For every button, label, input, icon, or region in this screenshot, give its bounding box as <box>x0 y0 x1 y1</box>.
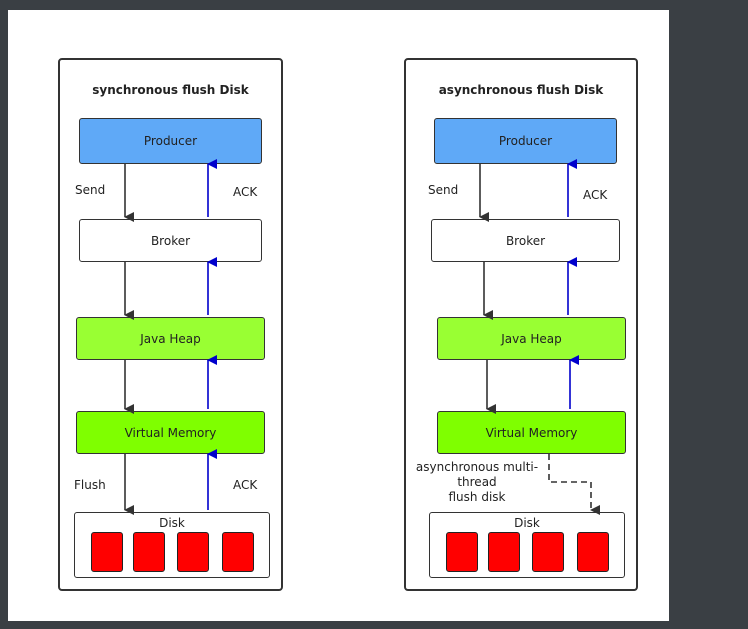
java-heap-box: Java Heap <box>437 317 626 360</box>
disk-block <box>133 532 165 572</box>
disk-block <box>577 532 609 572</box>
sync-flush-panel: synchronous flush Disk Producer Broker J… <box>58 58 283 591</box>
disk-block <box>488 532 520 572</box>
disk-block <box>532 532 564 572</box>
async-flush-note-line: thread <box>457 475 497 489</box>
producer-box: Producer <box>79 118 262 164</box>
flow-arrows <box>124 159 600 515</box>
async-flush-panel: asynchronous flush Disk Producer Broker … <box>404 58 638 591</box>
ack-label-top: ACK <box>233 185 258 199</box>
broker-box: Broker <box>79 219 262 262</box>
java-heap-box: Java Heap <box>76 317 265 360</box>
virtual-memory-box: Virtual Memory <box>76 411 265 454</box>
disk-box: Disk <box>74 512 270 578</box>
async-flush-note-line: asynchronous multi- <box>415 460 539 474</box>
flush-label: Flush <box>74 478 106 492</box>
ack-label-bottom: ACK <box>233 478 258 492</box>
ack-label-top: ACK <box>583 188 608 202</box>
disk-block <box>177 532 209 572</box>
virtual-memory-box: Virtual Memory <box>437 411 626 454</box>
async-flush-note: asynchronous multi- thread flush disk <box>412 460 542 505</box>
async-panel-title: asynchronous flush Disk <box>438 83 604 97</box>
disk-label: Disk <box>159 516 185 530</box>
send-label: Send <box>428 183 459 197</box>
disk-label: Disk <box>514 516 540 530</box>
diagram-canvas: synchronous flush Disk Producer Broker J… <box>8 10 669 621</box>
disk-box: Disk <box>429 512 625 578</box>
disk-block <box>446 532 478 572</box>
send-label: Send <box>75 183 106 197</box>
sync-panel-title: synchronous flush Disk <box>92 83 249 97</box>
disk-block <box>91 532 123 572</box>
producer-box: Producer <box>434 118 617 164</box>
broker-box: Broker <box>431 219 620 262</box>
async-flush-note-line: flush disk <box>448 490 506 504</box>
async-flush-arrow <box>548 454 600 515</box>
disk-block <box>222 532 254 572</box>
